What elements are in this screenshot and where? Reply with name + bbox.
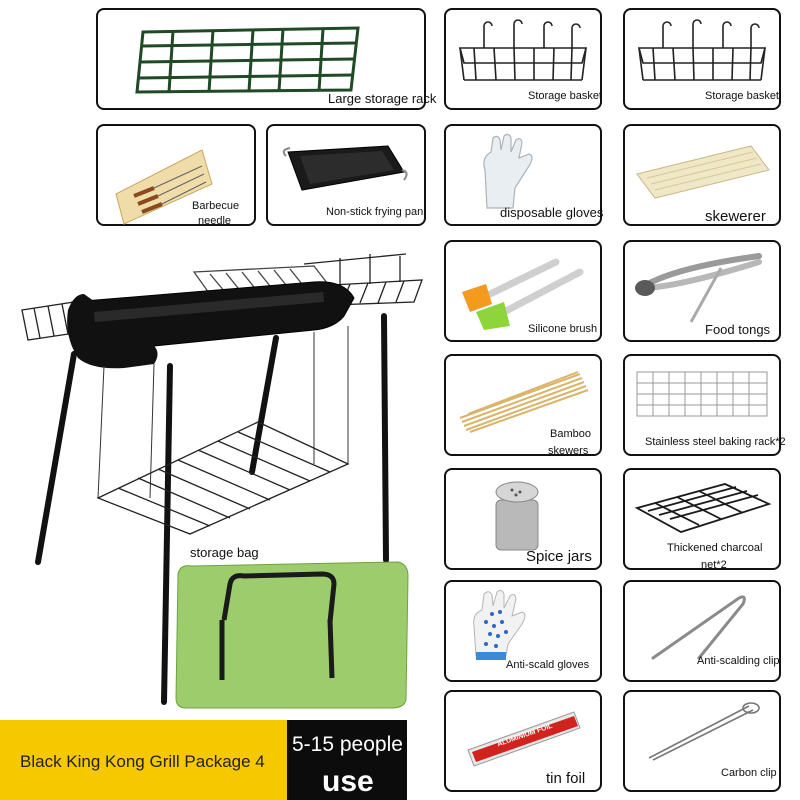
- non-stick-pan-label: Non-stick frying pan: [326, 206, 424, 218]
- card-bamboo-skewers: Bamboo skewers: [444, 354, 602, 457]
- carbon-clip-label: Carbon clip: [721, 767, 777, 779]
- storage-rack-image: [135, 26, 360, 94]
- storage-basket-image: [458, 19, 588, 81]
- stainless-rack-label: Stainless steel baking rack*2: [645, 436, 786, 448]
- card-silicone-brush: Silicone brush: [444, 240, 602, 342]
- card-barbecue-needle: Barbecue needle: [96, 124, 256, 227]
- anti-scalding-clip-image: [651, 595, 746, 660]
- bamboo-skewers-label-line2: skewers: [548, 445, 589, 457]
- card-tin-foil: ALUMINIUM FOIL tin foil: [444, 690, 602, 792]
- grill-image: [21, 253, 423, 705]
- charcoal-net-label-line2: net*2: [701, 559, 727, 571]
- card-anti-scalding-clip: Anti-scalding clip: [623, 580, 781, 682]
- bamboo-skewers-label-line1: Bamboo: [550, 428, 591, 440]
- barbecue-needle-image: [115, 149, 213, 225]
- card-anti-scald-gloves: Anti-scald gloves: [444, 580, 602, 682]
- large-storage-rack-label: Large storage rack: [328, 91, 437, 106]
- food-tongs-label: Food tongs: [705, 322, 771, 337]
- silicone-brush-image: [462, 258, 584, 330]
- storage-basket-image: [637, 19, 767, 81]
- package-banner: [0, 720, 300, 800]
- anti-scald-gloves-image: [473, 589, 526, 660]
- silicone-brush-label: Silicone brush: [528, 323, 598, 335]
- anti-scald-gloves-label: Anti-scald gloves: [506, 659, 590, 671]
- skewerer-label: skewerer: [705, 208, 766, 225]
- people-badge: [287, 720, 407, 800]
- card-storage-basket-1: Storage basket: [444, 8, 602, 110]
- disposable-gloves-label: disposable gloves: [500, 205, 604, 220]
- stainless-rack-image: [636, 371, 768, 417]
- charcoal-net-label-line1: Thickened charcoal: [667, 542, 763, 554]
- tin-foil-image: [467, 711, 581, 767]
- barbecue-needle-label-line2: needle: [198, 215, 232, 227]
- anti-scalding-clip-label: Anti-scalding clip: [697, 655, 780, 667]
- card-spice-jars: Spice jars: [444, 468, 602, 570]
- storage-bag-image: [175, 561, 409, 709]
- charcoal-net-image: [634, 483, 772, 533]
- card-non-stick-pan: Non-stick frying pan: [266, 124, 426, 226]
- card-storage-basket-2: Storage basket: [623, 8, 781, 110]
- package-title: Black King Kong Grill Package 4: [20, 752, 265, 771]
- barbecue-needle-label-line1: Barbecue: [192, 200, 240, 212]
- spice-jar-image: [495, 481, 539, 551]
- food-tongs-image: [635, 253, 762, 323]
- tin-foil-label: tin foil: [546, 770, 586, 787]
- card-carbon-clip: Carbon clip: [623, 690, 781, 792]
- card-large-storage-rack: Large storage rack: [96, 8, 436, 110]
- people-count-text: 5-15 people: [292, 733, 403, 756]
- storage-basket-label: Storage basket: [528, 90, 602, 102]
- people-use-text: use: [322, 765, 374, 798]
- frying-pan-image: [282, 145, 408, 191]
- card-skewerer: skewerer: [623, 124, 781, 226]
- storage-bag-label: storage bag: [190, 545, 259, 560]
- card-food-tongs: Food tongs: [623, 240, 781, 342]
- disposable-gloves-image: [483, 133, 533, 209]
- card-stainless-rack: Stainless steel baking rack*2: [623, 354, 786, 456]
- storage-basket-label: Storage basket: [705, 90, 779, 102]
- spice-jars-label: Spice jars: [526, 548, 592, 565]
- skewerer-image: [636, 145, 770, 199]
- card-charcoal-net: Thickened charcoal net*2: [623, 468, 781, 571]
- carbon-clip-image: [648, 702, 760, 761]
- bamboo-skewers-image: [459, 371, 589, 433]
- card-disposable-gloves: disposable gloves: [444, 124, 604, 226]
